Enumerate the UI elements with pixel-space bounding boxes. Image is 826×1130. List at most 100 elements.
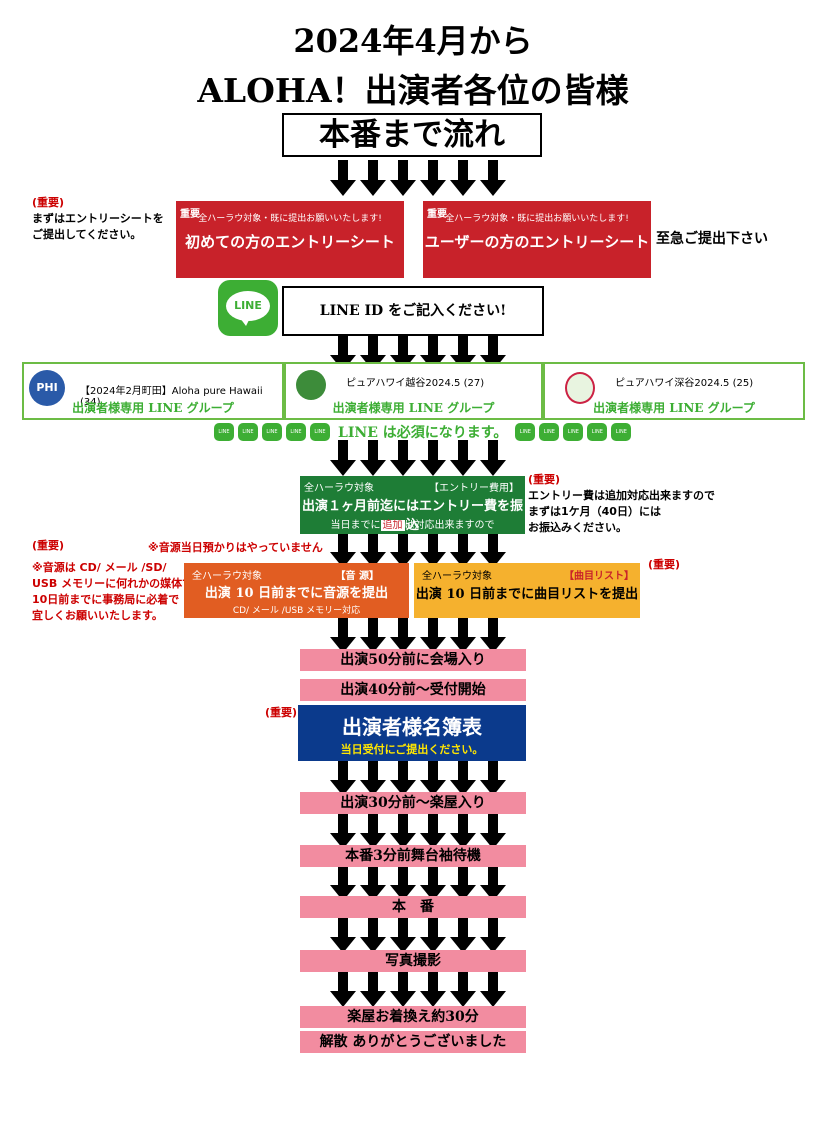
arrow-row: [330, 813, 506, 849]
down-arrow-icon: [330, 917, 356, 953]
down-arrow-icon: [390, 532, 416, 568]
down-arrow-icon: [420, 617, 446, 653]
down-arrow-icon: [450, 160, 476, 196]
down-arrow-icon: [360, 160, 386, 196]
line-group-card[interactable]: PHI 【2024年2月町田】Aloha pure Hawaii (34) 出演…: [22, 362, 284, 420]
line-logo-icon[interactable]: LINE: [218, 280, 278, 336]
arrow-row: [330, 617, 506, 653]
note-text: ※音源は CD/ メール /SD/: [32, 561, 167, 574]
important-label: (重要): [32, 539, 65, 552]
entry-fee-box: 全ハーラウ対象 【エントリー費用】 出演１ヶ月前迄にはエントリー費を振込 当日ま…: [300, 476, 525, 534]
down-arrow-icon: [330, 971, 356, 1007]
line-mini-icon: LINE: [286, 423, 306, 441]
entry-main: ユーザーの方のエントリーシート: [424, 233, 650, 251]
step-dressing-room: 出演30分前～楽屋入り: [300, 792, 526, 814]
line-mini-icon: LINE: [539, 423, 560, 441]
group-link[interactable]: 出演者様専用 LINE グループ: [72, 401, 234, 415]
songlist-main: 出演 10 日前までに曲目リストを提出: [415, 587, 639, 602]
down-arrow-icon: [330, 760, 356, 796]
important-tag: 重要: [427, 209, 447, 220]
step-photo: 写真撮影: [300, 950, 526, 972]
down-arrow-icon: [480, 532, 506, 568]
step-reception: 出演40分前～受付開始: [300, 679, 526, 701]
music-sub: CD/ メール /USB メモリー対応: [232, 606, 361, 616]
note-text: エントリー費は追加対応出来ますので: [528, 489, 715, 502]
down-arrow-icon: [480, 760, 506, 796]
note-text: まずは1ケ月（40日）には: [528, 505, 661, 518]
line-group-card[interactable]: ピュアハワイ越谷2024.5 (27) 出演者様専用 LINE グループ: [284, 362, 543, 420]
line-required-text: LINE は必須になります。: [338, 425, 508, 441]
page-title-line1: 2024年4月から: [293, 22, 533, 60]
line-mini-icon: LINE: [238, 423, 258, 441]
down-arrow-icon: [360, 971, 386, 1007]
group-name: ピュアハワイ越谷2024.5 (27): [346, 378, 485, 389]
target-label: 全ハーラウ対象: [422, 571, 492, 582]
note-text: 宜しくお願いいたします。: [32, 609, 163, 622]
step-arrive: 出演50分前に会場入り: [300, 649, 526, 671]
line-mini-icon: LINE: [563, 423, 584, 441]
mascot-icon: [565, 372, 595, 404]
duck-icon: [296, 370, 326, 400]
left-note: (重要) まずはエントリーシートを ご提出してください。: [32, 195, 164, 243]
down-arrow-icon: [420, 971, 446, 1007]
line-logo-text: LINE: [226, 291, 270, 321]
step-show: 本 番: [300, 896, 526, 918]
down-arrow-icon: [330, 440, 356, 476]
down-arrow-icon: [450, 532, 476, 568]
down-arrow-icon: [420, 865, 446, 901]
step-standby: 本番3分前舞台袖待機: [300, 845, 526, 867]
important-label: (重要): [648, 558, 681, 571]
fee-sub: は対応出来ますので: [404, 520, 495, 531]
down-arrow-icon: [480, 813, 506, 849]
down-arrow-icon: [360, 532, 386, 568]
line-mini-icon: LINE: [262, 423, 282, 441]
down-arrow-icon: [480, 160, 506, 196]
songlist-tag: 【曲目リスト】: [564, 571, 634, 582]
music-warning: ※音源当日預かりはやっていません: [148, 541, 323, 554]
user-entry-sheet-button[interactable]: 重要 全ハーラウ対象・既に提出お願いいたします! ユーザーの方のエントリーシート: [423, 201, 651, 278]
down-arrow-icon: [480, 917, 506, 953]
line-mini-icon: LINE: [515, 423, 536, 441]
first-entry-sheet-button[interactable]: 重要 全ハーラウ対象・既に提出お願いいたします! 初めての方のエントリーシート: [176, 201, 404, 278]
step-change: 楽屋お着換え約30分: [300, 1006, 526, 1028]
target-label: 全ハーラウ対象: [304, 483, 374, 494]
arrow-row: [330, 532, 506, 568]
down-arrow-icon: [450, 865, 476, 901]
down-arrow-icon: [480, 971, 506, 1007]
down-arrow-icon: [360, 917, 386, 953]
group-name: ピュアハワイ深谷2024.5 (25): [615, 378, 754, 389]
fee-main: 出演１ヶ月前迄にはエントリー費を振込: [301, 499, 523, 533]
line-group-card[interactable]: ピュアハワイ深谷2024.5 (25) 出演者様専用 LINE グループ: [543, 362, 805, 420]
down-arrow-icon: [450, 760, 476, 796]
music-submit-box: 全ハーラウ対象 【音 源】 出演 10 日前までに音源を提出 CD/ メール /…: [184, 563, 409, 618]
down-arrow-icon: [360, 760, 386, 796]
down-arrow-icon: [450, 440, 476, 476]
important-label: (重要): [32, 196, 65, 209]
music-note: ※音源は CD/ メール /SD/ USB メモリーに何れかの媒体で 10日前ま…: [32, 560, 193, 624]
down-arrow-icon: [450, 617, 476, 653]
down-arrow-icon: [390, 760, 416, 796]
line-required-row: LINE LINE LINE LINE LINE LINE は必須になります。 …: [214, 422, 632, 442]
group-link[interactable]: 出演者様専用 LINE グループ: [593, 401, 755, 415]
line-mini-icon: LINE: [611, 423, 632, 441]
down-arrow-icon: [390, 865, 416, 901]
arrow-row: [330, 971, 506, 1007]
down-arrow-icon: [480, 440, 506, 476]
group-link[interactable]: 出演者様専用 LINE グループ: [332, 401, 495, 415]
down-arrow-icon: [420, 440, 446, 476]
down-arrow-icon: [420, 917, 446, 953]
important-label: (重要): [265, 706, 298, 719]
entry-sub: 全ハーラウ対象・既に提出お願いいたします!: [445, 214, 629, 224]
down-arrow-icon: [420, 532, 446, 568]
line-mini-icon: LINE: [310, 423, 330, 441]
down-arrow-icon: [330, 813, 356, 849]
down-arrow-icon: [360, 617, 386, 653]
entry-main: 初めての方のエントリーシート: [185, 233, 395, 251]
down-arrow-icon: [360, 813, 386, 849]
line-bubble-tail: [240, 318, 250, 326]
note-text: ご提出してください。: [32, 228, 142, 241]
urgent-text: 至急ご提出下さい: [656, 231, 768, 247]
down-arrow-icon: [390, 917, 416, 953]
down-arrow-icon: [390, 971, 416, 1007]
line-mini-icon: LINE: [587, 423, 608, 441]
